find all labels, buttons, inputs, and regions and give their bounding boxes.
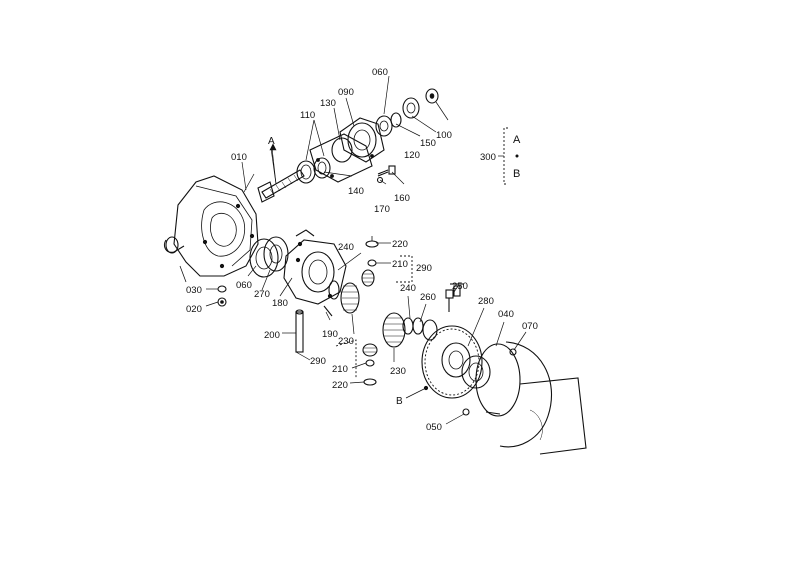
upper-bearing-stack bbox=[375, 88, 439, 137]
label-220-upper: 220 bbox=[392, 239, 408, 250]
label-ref-a: A bbox=[268, 136, 275, 147]
label-060-lower: 060 bbox=[236, 280, 252, 291]
leader-lines bbox=[205, 75, 527, 425]
bearing-holder bbox=[309, 117, 385, 183]
differential-gears bbox=[328, 269, 414, 357]
label-250: 250 bbox=[452, 281, 468, 292]
label-220-lower: 220 bbox=[332, 380, 348, 391]
lower-bearings bbox=[249, 236, 289, 278]
drain-plug bbox=[217, 285, 227, 307]
reference-arrow-a bbox=[269, 143, 277, 185]
legend-dot bbox=[515, 154, 519, 158]
label-060-upper: 060 bbox=[372, 67, 388, 78]
label-010: 010 bbox=[231, 152, 247, 163]
label-210-upper: 210 bbox=[392, 259, 408, 270]
label-070: 070 bbox=[522, 321, 538, 332]
label-140: 140 bbox=[348, 186, 364, 197]
input-shaft bbox=[257, 169, 305, 203]
reference-arrow-b bbox=[405, 385, 429, 399]
part-labels: 010 020 030 040 050 060 060 070 080 090 … bbox=[186, 67, 538, 433]
label-260: 260 bbox=[420, 292, 436, 303]
label-100: 100 bbox=[436, 130, 452, 141]
legend-ref-a: A bbox=[513, 134, 521, 146]
label-040: 040 bbox=[498, 309, 514, 320]
label-120: 120 bbox=[404, 150, 420, 161]
label-280: 280 bbox=[478, 296, 494, 307]
ring-gear-bolt bbox=[445, 289, 454, 312]
label-030: 030 bbox=[186, 285, 202, 296]
label-ref-b: B bbox=[396, 396, 403, 407]
label-160: 160 bbox=[394, 193, 410, 204]
pinion-shaft bbox=[295, 305, 333, 353]
axle-hub bbox=[461, 341, 587, 455]
gear-case-housing bbox=[163, 175, 259, 283]
differential-case bbox=[283, 229, 347, 305]
label-240-right: 240 bbox=[400, 283, 416, 294]
label-180: 180 bbox=[272, 298, 288, 309]
label-170: 170 bbox=[374, 204, 390, 215]
group-brackets bbox=[335, 127, 508, 378]
label-240-upper: 240 bbox=[338, 242, 354, 253]
holder-bolts bbox=[376, 165, 396, 184]
label-130: 130 bbox=[320, 98, 336, 109]
label-270: 270 bbox=[254, 289, 270, 300]
input-bearing bbox=[296, 157, 331, 184]
label-300: 300 bbox=[480, 152, 496, 163]
thrust-washers bbox=[363, 236, 379, 386]
label-150: 150 bbox=[420, 138, 436, 149]
label-190: 190 bbox=[322, 329, 338, 340]
label-110: 110 bbox=[300, 110, 315, 121]
label-050: 050 bbox=[426, 422, 442, 433]
label-020: 020 bbox=[186, 304, 202, 315]
label-290-lower: 290 bbox=[310, 356, 326, 367]
label-290-upper: 290 bbox=[416, 263, 432, 274]
label-230-left: 230 bbox=[338, 336, 354, 347]
legend-ref-b: B bbox=[513, 168, 520, 180]
label-210-lower: 210 bbox=[332, 364, 348, 375]
label-200: 200 bbox=[264, 330, 280, 341]
label-230-right: 230 bbox=[390, 366, 406, 377]
label-090: 090 bbox=[338, 87, 354, 98]
